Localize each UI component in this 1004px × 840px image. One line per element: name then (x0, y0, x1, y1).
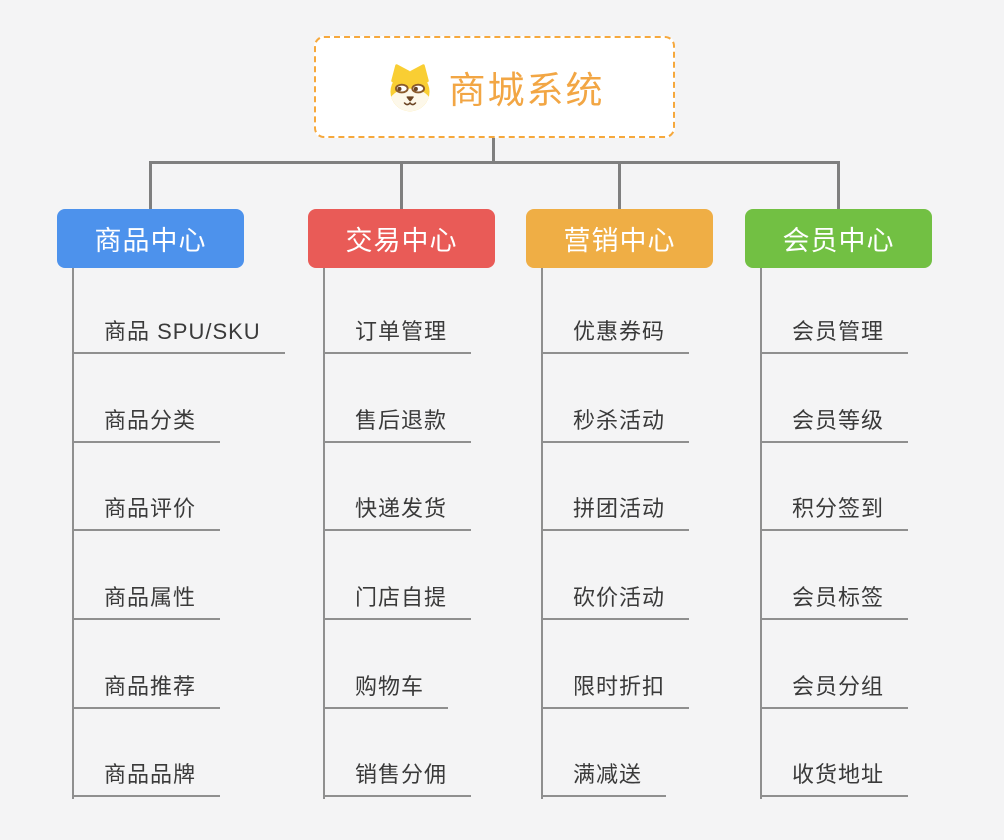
branch-label: 交易中心 (345, 226, 458, 256)
leaf-label: 商品推荐 (104, 674, 197, 699)
root-title: 商城系统 (448, 70, 605, 111)
leaf-node[interactable]: 会员分组 (760, 665, 909, 709)
leaf-node[interactable]: 购物车 (323, 665, 449, 709)
leaf-node[interactable]: 砍价活动 (541, 576, 690, 620)
leaf-label: 商品分类 (104, 408, 197, 433)
leaf-node[interactable]: 满减送 (541, 753, 667, 797)
connector-trunk (323, 268, 325, 799)
leaf-node[interactable]: 限时折扣 (541, 665, 690, 709)
sublist-product-center: 商品 SPU/SKU 商品分类 商品评价 商品属性 商品推荐 商品品牌 (72, 268, 334, 800)
leaf-node[interactable]: 会员标签 (760, 576, 909, 620)
sublist-member-center: 会员管理 会员等级 积分签到 会员标签 会员分组 收货地址 (760, 268, 1004, 800)
leaf-node[interactable]: 售后退款 (323, 399, 472, 443)
connector-drop-trade (400, 164, 403, 209)
leaf-label: 拼团活动 (573, 496, 666, 521)
leaf-node[interactable]: 商品推荐 (72, 665, 221, 709)
leaf-label: 优惠券码 (573, 319, 666, 344)
leaf-node[interactable]: 商品 SPU/SKU (72, 310, 285, 354)
leaf-node[interactable]: 商品分类 (72, 399, 221, 443)
connector-drop-member (837, 164, 840, 209)
leaf-label: 商品 SPU/SKU (104, 319, 261, 344)
leaf-label: 秒杀活动 (573, 408, 666, 433)
leaf-node[interactable]: 积分签到 (760, 487, 909, 531)
connector-drop-marketing (618, 164, 621, 209)
branch-node-member-center[interactable]: 会员中心 (745, 209, 932, 268)
leaf-node[interactable]: 拼团活动 (541, 487, 690, 531)
leaf-label: 门店自提 (355, 585, 448, 610)
leaf-node[interactable]: 会员等级 (760, 399, 909, 443)
connector-root-stem (492, 136, 495, 162)
leaf-label: 订单管理 (355, 319, 448, 344)
leaf-node[interactable]: 商品评价 (72, 487, 221, 531)
leaf-label: 会员分组 (792, 674, 885, 699)
leaf-node[interactable]: 收货地址 (760, 753, 909, 797)
sublist-trade-center: 订单管理 售后退款 快递发货 门店自提 购物车 销售分佣 (323, 268, 585, 800)
leaf-node[interactable]: 门店自提 (323, 576, 472, 620)
leaf-label: 满减送 (573, 762, 643, 787)
leaf-label: 积分签到 (792, 496, 885, 521)
leaf-label: 会员等级 (792, 408, 885, 433)
leaf-label: 收货地址 (792, 762, 885, 787)
branch-node-trade-center[interactable]: 交易中心 (308, 209, 495, 268)
connector-drop-product (149, 164, 152, 209)
branch-node-product-center[interactable]: 商品中心 (57, 209, 244, 268)
leaf-label: 销售分佣 (355, 762, 448, 787)
leaf-node[interactable]: 秒杀活动 (541, 399, 690, 443)
leaf-label: 商品品牌 (104, 762, 197, 787)
leaf-label: 砍价活动 (573, 585, 666, 610)
leaf-node[interactable]: 优惠券码 (541, 310, 690, 354)
branch-label: 会员中心 (782, 226, 895, 256)
branch-node-marketing-center[interactable]: 营销中心 (526, 209, 713, 268)
leaf-label: 售后退款 (355, 408, 448, 433)
shiba-dog-icon (389, 64, 430, 112)
branch-label: 营销中心 (563, 226, 676, 256)
leaf-node[interactable]: 商品品牌 (72, 753, 221, 797)
leaf-label: 会员管理 (792, 319, 885, 344)
leaf-label: 商品属性 (104, 585, 197, 610)
connector-trunk (72, 268, 74, 799)
root-node[interactable]: 商城系统 (314, 36, 675, 138)
leaf-label: 商品评价 (104, 496, 197, 521)
leaf-label: 购物车 (355, 674, 425, 699)
connector-horizontal (149, 161, 840, 164)
leaf-node[interactable]: 订单管理 (323, 310, 472, 354)
leaf-node[interactable]: 会员管理 (760, 310, 909, 354)
leaf-label: 限时折扣 (573, 674, 666, 699)
sublist-marketing-center: 优惠券码 秒杀活动 拼团活动 砍价活动 限时折扣 满减送 (541, 268, 803, 800)
leaf-label: 会员标签 (792, 585, 885, 610)
leaf-node[interactable]: 商品属性 (72, 576, 221, 620)
leaf-node[interactable]: 销售分佣 (323, 753, 472, 797)
connector-trunk (541, 268, 543, 799)
leaf-label: 快递发货 (355, 496, 448, 521)
leaf-node[interactable]: 快递发货 (323, 487, 472, 531)
branch-label: 商品中心 (94, 226, 207, 256)
connector-trunk (760, 268, 762, 799)
